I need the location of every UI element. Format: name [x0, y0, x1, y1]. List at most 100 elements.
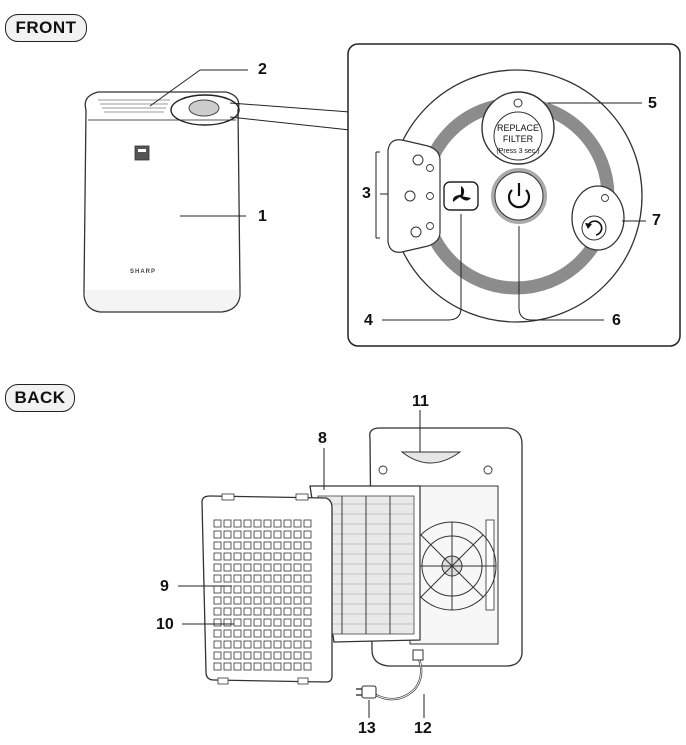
grille-hole — [293, 640, 302, 649]
grille-hole — [263, 651, 272, 660]
callout-13: 13 — [358, 720, 376, 737]
grille-hole — [283, 596, 292, 605]
grille-hole — [303, 563, 312, 572]
grille-hole — [273, 530, 282, 539]
grille-hole — [263, 629, 272, 638]
grille-hole — [233, 618, 242, 627]
grille-hole — [273, 574, 282, 583]
grille-hole — [213, 640, 222, 649]
grille-hole — [243, 596, 252, 605]
grille-hole — [283, 640, 292, 649]
callout-9: 9 — [160, 578, 169, 595]
grille-hole — [283, 585, 292, 594]
grille-hole — [213, 651, 222, 660]
grille-hole — [213, 563, 222, 572]
grille-hole — [293, 585, 302, 594]
grille-hole — [293, 574, 302, 583]
grille-hole — [303, 585, 312, 594]
grille-hole — [253, 596, 262, 605]
grille-hole — [253, 640, 262, 649]
top-control-panel-mini — [170, 94, 240, 126]
callout-5: 5 — [648, 95, 657, 112]
grille-hole — [293, 607, 302, 616]
grille-hole — [273, 541, 282, 550]
callout-3: 3 — [362, 185, 371, 202]
back-panel — [201, 493, 333, 685]
grille-hole — [213, 585, 222, 594]
grille-hole — [283, 552, 292, 561]
grille-hole — [283, 574, 292, 583]
grille-hole — [283, 519, 292, 528]
grille-hole — [253, 519, 262, 528]
power-button[interactable] — [491, 168, 547, 224]
grille-hole — [303, 541, 312, 550]
grille-hole — [213, 541, 222, 550]
grille-hole — [253, 662, 262, 671]
grille-hole — [303, 640, 312, 649]
fan-icon — [452, 186, 471, 202]
grille-hole — [223, 541, 232, 550]
grille-hole — [293, 541, 302, 550]
grille-hole — [273, 607, 282, 616]
back-section-label: BACK — [5, 384, 75, 412]
grille-hole — [243, 530, 252, 539]
grille-hole — [293, 563, 302, 572]
grille-hole — [273, 629, 282, 638]
grille-hole — [213, 662, 222, 671]
callout-4: 4 — [364, 312, 373, 329]
grille-hole — [243, 519, 252, 528]
grille-hole — [283, 618, 292, 627]
callout-2: 2 — [258, 61, 267, 78]
grille-hole — [283, 651, 292, 660]
grille-hole — [283, 563, 292, 572]
grille-hole — [223, 607, 232, 616]
grille-hole — [223, 651, 232, 660]
grille-hole — [233, 574, 242, 583]
grille-hole — [283, 607, 292, 616]
grille-hole — [243, 585, 252, 594]
front-section-label: FRONT — [5, 14, 87, 42]
grille-hole — [233, 607, 242, 616]
grille-hole — [233, 552, 242, 561]
power-plug — [356, 685, 377, 699]
grille-hole — [243, 640, 252, 649]
grille-hole — [223, 574, 232, 583]
grille-hole — [263, 596, 272, 605]
grille-hole — [233, 541, 242, 550]
callout-1: 1 — [258, 208, 267, 225]
grille-hole — [223, 662, 232, 671]
grille-hole — [213, 629, 222, 638]
replace-filter-line2: FILTER — [503, 134, 534, 144]
grille-hole — [263, 563, 272, 572]
grille-hole — [303, 662, 312, 671]
grille-hole — [223, 618, 232, 627]
grille-hole — [233, 519, 242, 528]
grille-hole — [253, 607, 262, 616]
grille-hole — [273, 552, 282, 561]
grille-hole — [243, 541, 252, 550]
grille-hole — [283, 629, 292, 638]
grille-hole — [263, 640, 272, 649]
grille-hole — [223, 640, 232, 649]
grille-hole — [273, 585, 282, 594]
grille-hole — [283, 541, 292, 550]
grille-hole — [303, 574, 312, 583]
grille-hole — [253, 618, 262, 627]
purifier-front-body — [83, 91, 241, 313]
fan-button[interactable] — [443, 181, 479, 211]
handle-opening — [400, 451, 462, 464]
grille-hole — [293, 596, 302, 605]
grille-hole — [273, 596, 282, 605]
grille-hole — [213, 618, 222, 627]
reset-button[interactable] — [571, 185, 625, 251]
fan-speed-indicators — [387, 139, 441, 253]
power-icon — [507, 183, 531, 209]
grille-hole — [303, 596, 312, 605]
panel-grille-holes — [213, 519, 312, 671]
hepa-filter — [309, 485, 421, 643]
grille-hole — [243, 563, 252, 572]
grille-hole — [243, 618, 252, 627]
grille-hole — [283, 662, 292, 671]
replace-filter-button[interactable]: REPLACE FILTER (Press 3 sec.) — [481, 91, 555, 165]
